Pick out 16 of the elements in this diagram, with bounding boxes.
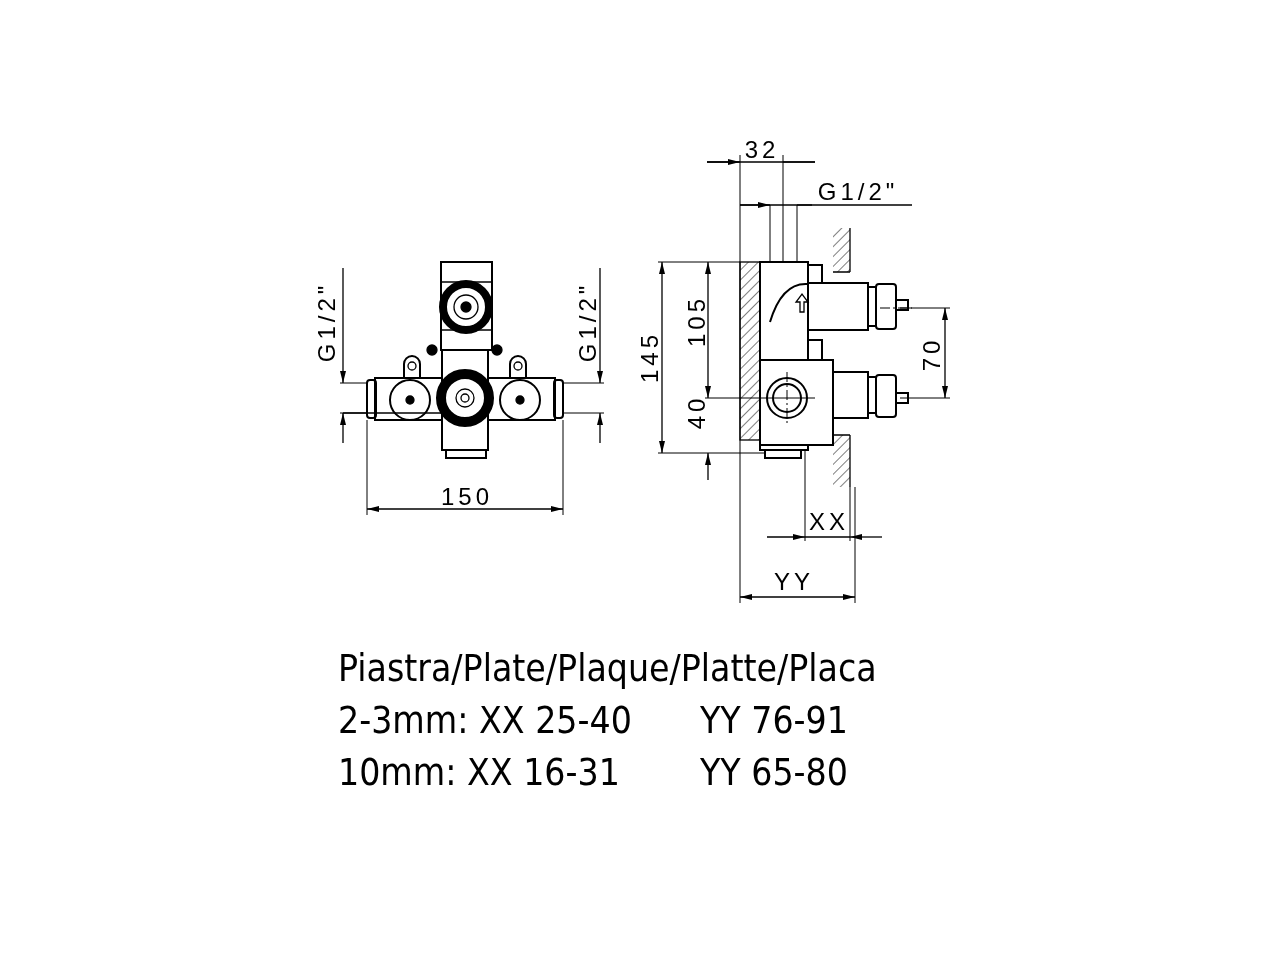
dimension-label: G1/2" xyxy=(576,281,600,363)
dimension-label: XX xyxy=(809,510,849,534)
dimension-label: G1/2" xyxy=(817,180,899,204)
dimension-label: 105 xyxy=(685,295,709,347)
note-text: Piastra/Plate/Plaque/Platte/Placa xyxy=(338,650,877,687)
dimension-label: G1/2" xyxy=(315,281,339,363)
note-text: 10mm: XX 16-31 xyxy=(338,754,620,791)
dimension-label: 70 xyxy=(920,336,944,372)
dimension-label: 150 xyxy=(441,485,493,509)
dimension-label: 145 xyxy=(638,331,662,383)
note-text: YY 76-91 xyxy=(700,702,848,739)
dimension-label: YY xyxy=(774,570,814,594)
dimension-label: 32 xyxy=(744,138,780,162)
note-text: YY 65-80 xyxy=(700,754,848,791)
dimension-label: 40 xyxy=(685,394,709,430)
note-text: 2-3mm: XX 25-40 xyxy=(338,702,632,739)
